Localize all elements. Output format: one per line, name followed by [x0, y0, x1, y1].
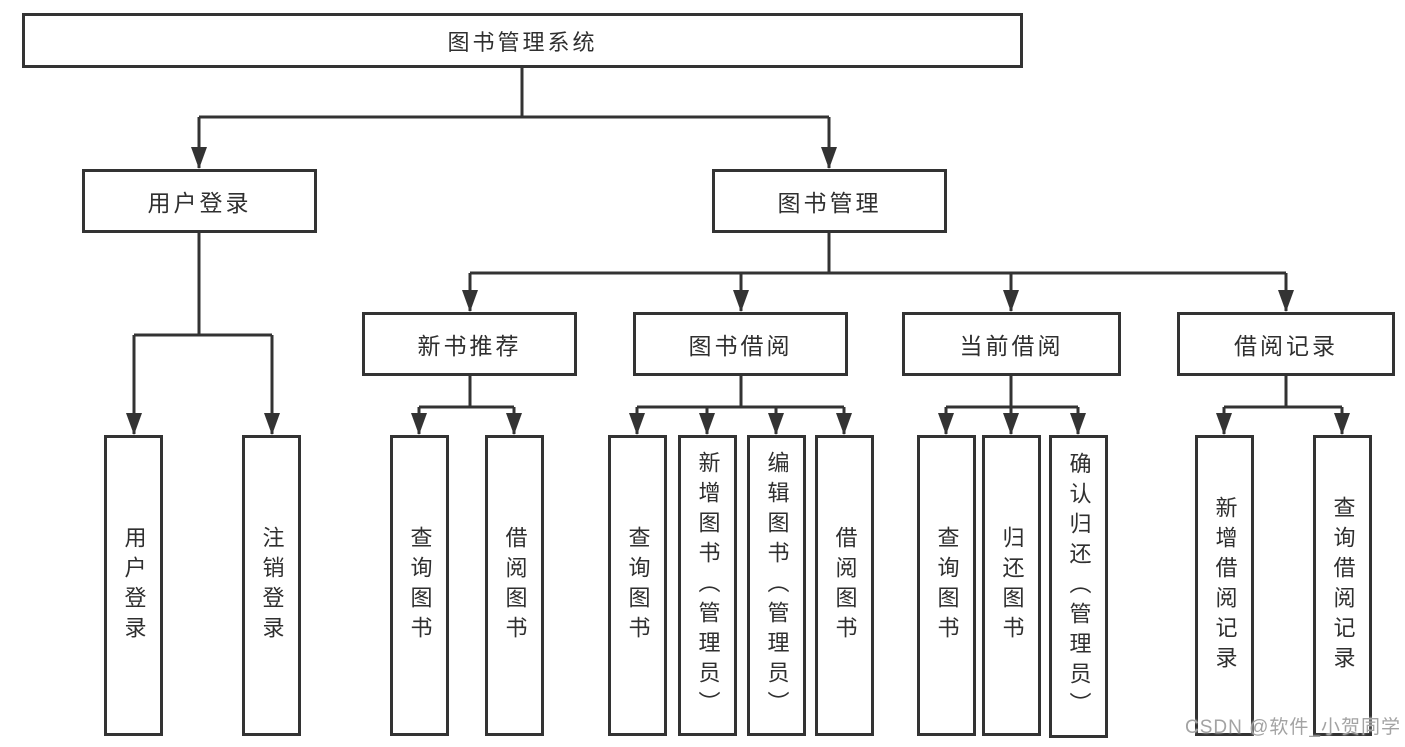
leaf-borrow-query-books: 查询图书 [608, 435, 667, 736]
node-current-borrow: 当前借阅 [902, 312, 1121, 376]
leaf-borrow-add-books-admin-label: 新增图书（管理员） [695, 450, 721, 721]
leaf-recommend-borrow-books-label: 借阅图书 [502, 525, 528, 646]
leaf-user-login-label: 用户登录 [121, 525, 147, 646]
leaf-borrow-edit-books-admin: 编辑图书（管理员） [747, 435, 806, 736]
node-user-login: 用户登录 [82, 169, 317, 233]
edge-book-management-children [462, 233, 1294, 312]
leaf-borrow-borrow-books: 借阅图书 [815, 435, 874, 736]
leaf-borrow-borrow-books-label: 借阅图书 [832, 525, 858, 646]
leaf-current-query-books-label: 查询图书 [934, 525, 960, 646]
edge-borrow-records-children [1216, 376, 1350, 435]
node-book-management: 图书管理 [712, 169, 947, 233]
watermark: CSDN @软件_小贺同学 [1185, 717, 1401, 738]
node-new-book-recommend-label: 新书推荐 [417, 333, 522, 359]
leaf-logout-label: 注销登录 [259, 525, 285, 646]
leaf-borrow-add-books-admin: 新增图书（管理员） [678, 435, 737, 736]
node-borrow-records: 借阅记录 [1177, 312, 1395, 376]
node-user-login-label: 用户登录 [147, 190, 252, 216]
edge-user-login-children [126, 233, 280, 435]
node-root-system: 图书管理系统 [22, 13, 1023, 68]
node-current-borrow-label: 当前借阅 [959, 333, 1064, 359]
leaf-recommend-query-books-label: 查询图书 [407, 525, 433, 646]
node-borrow-records-label: 借阅记录 [1234, 333, 1338, 359]
edge-new-book-recommend-children [411, 376, 522, 435]
leaf-borrow-edit-books-admin-label: 编辑图书（管理员） [764, 450, 790, 721]
node-root-label: 图书管理系统 [447, 29, 598, 55]
leaf-current-confirm-return-admin-label: 确认归还（管理员） [1066, 451, 1092, 722]
edge-current-borrow-children [938, 376, 1086, 435]
leaf-current-query-books: 查询图书 [917, 435, 976, 736]
leaf-recommend-borrow-books: 借阅图书 [485, 435, 544, 736]
leaf-current-return-books: 归还图书 [982, 435, 1041, 736]
leaf-records-query-record: 查询借阅记录 [1313, 435, 1372, 736]
node-new-book-recommend: 新书推荐 [362, 312, 577, 376]
node-book-borrow-label: 图书借阅 [688, 333, 793, 359]
edge-book-borrow-children [629, 376, 852, 435]
leaf-current-confirm-return-admin: 确认归还（管理员） [1049, 435, 1108, 738]
leaf-user-login: 用户登录 [104, 435, 163, 736]
leaf-borrow-query-books-label: 查询图书 [625, 525, 651, 646]
leaf-logout: 注销登录 [242, 435, 301, 736]
leaf-records-add-record-label: 新增借阅记录 [1212, 495, 1238, 676]
node-book-borrow: 图书借阅 [633, 312, 848, 376]
edge-root-to-level2 [191, 68, 837, 169]
leaf-recommend-query-books: 查询图书 [390, 435, 449, 736]
leaf-records-query-record-label: 查询借阅记录 [1330, 495, 1356, 676]
leaf-records-add-record: 新增借阅记录 [1195, 435, 1254, 736]
node-book-management-label: 图书管理 [777, 190, 882, 216]
leaf-current-return-books-label: 归还图书 [999, 525, 1025, 646]
